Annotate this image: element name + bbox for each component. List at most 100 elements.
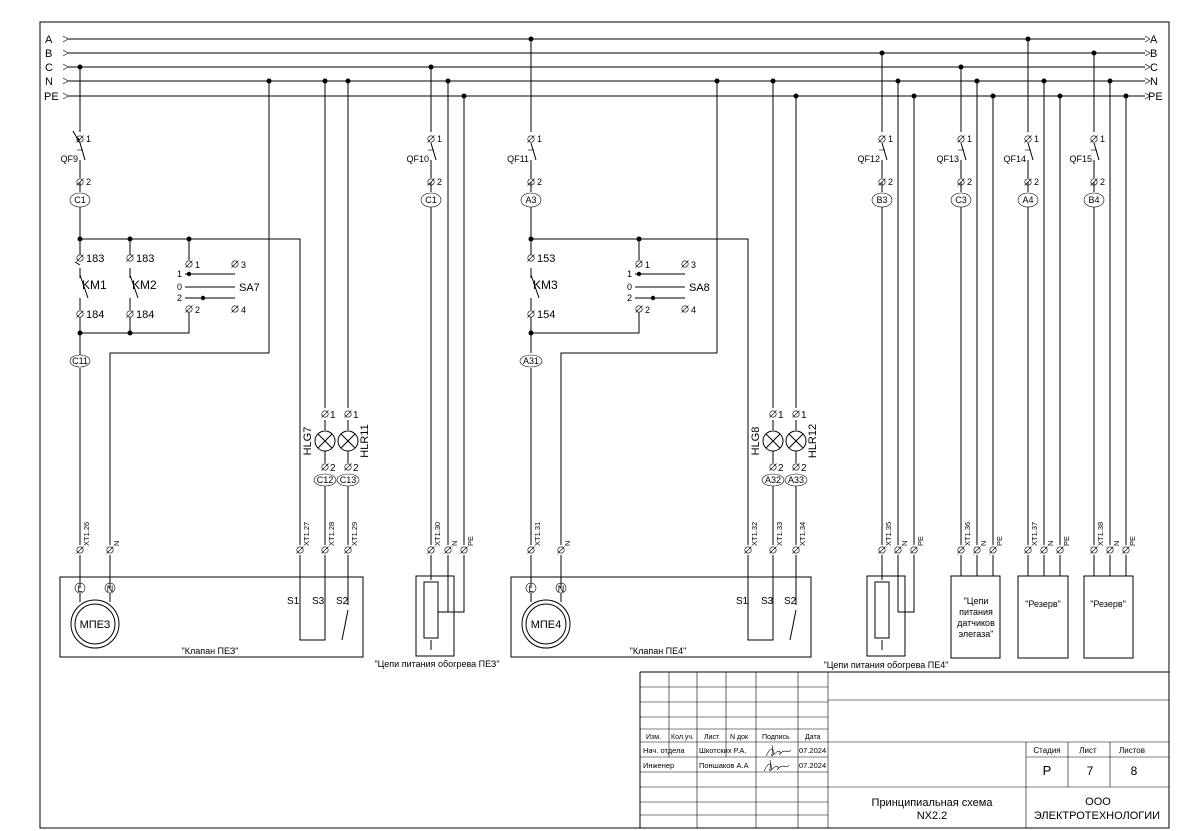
lamp-0-pin1-slash [321,410,329,418]
bus-label-c-left: C [45,62,53,74]
switch-0-pin3-slash [231,260,239,268]
breaker-2-pin2-slash [527,178,535,186]
terminal-20-label: N [1046,541,1055,546]
tb-stage-value: Р [1043,763,1052,778]
breaker-6-pin2-slash [1090,178,1098,186]
lamp-0-body [314,430,336,452]
terminal-12-slash [792,546,800,554]
breaker-4-blade [960,142,967,161]
breaker-5-pin2-label: 2 [1034,177,1039,187]
load-valve-pe4: L N МПЕ4 S1 S3 S2 "Клапан ПЕ4" [510,576,812,658]
load-reserve-2: "Резерв" [1083,575,1134,659]
contactor-2-top-pin [527,254,535,262]
breaker-4-marker [950,192,972,208]
marker-a32: A32 [765,475,781,485]
breaker-0-marker [69,192,91,208]
breaker-5-marker [1017,192,1039,208]
breaker-4-pin1 [957,135,965,143]
lamp-1-pin2 [344,463,352,471]
terminal-18-slash [989,546,997,554]
contactor-1-bottom-pin-ring [126,310,134,318]
bus-label-a-left: A [45,34,53,46]
breaker-6-marker-label: B4 [1088,195,1099,205]
terminal-23-label: N [1112,541,1121,546]
breaker-5-marker-label: A4 [1022,195,1033,205]
switch-0-pin4 [231,305,239,313]
breaker-1-name: QF10 [406,154,429,164]
breaker-5-blade [1027,142,1034,161]
terminal-10-ring [744,546,752,554]
switch-1-pos1: 1 [627,269,632,279]
tb-header-izm: Изм. [646,734,661,741]
breaker-2-pin1 [527,135,535,143]
breaker-6-name: QF15 [1069,154,1092,164]
lamp-1-pin2-ring [344,463,352,471]
valve2-s3: S3 [761,596,774,607]
valve2-l-pin: L [528,584,533,594]
switch-1-pin3 [681,260,689,268]
breaker-0-pin1-ring [76,135,84,143]
sensors-line3: датчиков [957,618,995,628]
contactor-0-bottom-pin [76,310,84,318]
breaker-4-pin2-slash [957,178,965,186]
bus-label-n-right: N [1150,76,1158,88]
tb-header-list: Лист [704,734,720,741]
terminal-13-slash [878,546,886,554]
terminal-11: XT1.33 [769,522,784,554]
breaker-2-pin2-label: 2 [537,177,542,187]
breaker-1-pin1-ring [427,135,435,143]
tb-date-2: 07.2024 [799,761,826,770]
terminal-13-ring [878,546,886,554]
terminal-17-ring [973,546,981,554]
switch-1-pin3-label: 3 [691,260,696,270]
lamp-2-pin1-slash [769,410,777,418]
terminal-16-ring [957,546,965,554]
marker-c13: C13 [340,475,357,485]
terminal-24-ring [1122,546,1130,554]
terminal-5-label: XT1.30 [433,522,442,546]
lamp-2-pin1-label: 1 [778,410,784,421]
switch-1-pin4 [681,305,689,313]
wire-markers: C11 A31 C12 C13 A32 A33 [69,354,808,487]
terminal-8-slash [527,546,535,554]
valve1-l-pin: L [77,584,82,594]
breaker-5-pin1-slash [1024,135,1032,143]
breaker-4-pin1-slash [957,135,965,143]
breakers: 12QF9C112QF10C112QF11A312QF12B312QF13C31… [60,134,1105,208]
switch-0-pin2-ring [185,305,193,313]
load-valve-pe3: L N МПЕЗ S1 S3 S2 "Клапан ПЕЗ" [59,576,364,658]
switch-0-pin4-label: 4 [241,305,246,315]
switch-1-name: SA8 [689,282,710,294]
lamp-1-cross [340,433,356,449]
terminal-6-label: N [450,541,459,546]
breaker-5-pin2-slash [1024,178,1032,186]
breaker-3-pin2-label: 2 [888,177,893,187]
terminal-2-ring [296,546,304,554]
terminal-3: XT1.28 [321,522,336,554]
breaker-5-pin1-label: 1 [1034,134,1039,144]
terminal-8-ring [527,546,535,554]
terminal-23-ring [1106,546,1114,554]
breaker-2-marker-label: A3 [525,195,536,205]
breaker-6-pin1-ring [1090,135,1098,143]
terminal-10-label: XT1.32 [750,522,759,546]
switch-1-dot2 [650,295,656,301]
lamp-3-pin2-label: 2 [801,463,807,474]
terminal-4-slash [344,546,352,554]
terminal-9-ring [557,546,565,554]
terminal-5-slash [427,546,435,554]
terminal-19-slash [1024,546,1032,554]
contactor-1-top-pin-ring [126,254,134,262]
reserve2-label: "Резерв" [1090,599,1126,609]
breaker-0-pin1-label: 1 [86,134,91,144]
breaker-4-pin2 [957,178,965,186]
breaker-1-pin2-label: 2 [437,177,442,187]
terminal-22-label: XT1.38 [1096,522,1105,546]
terminal-21-label: PE [1062,536,1071,546]
